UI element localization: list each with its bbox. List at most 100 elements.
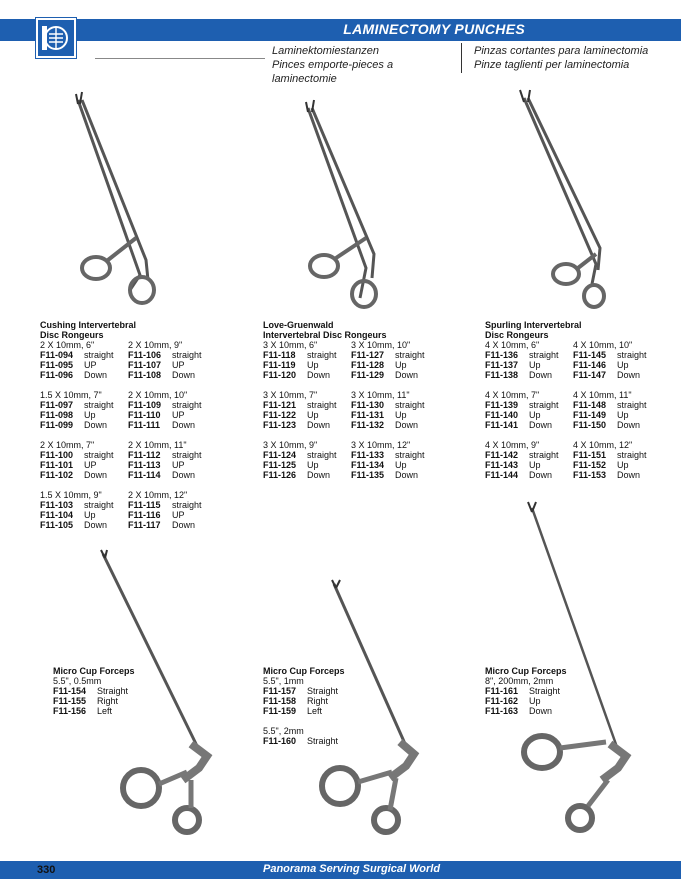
cushing-title: Cushing Intervertebral — [40, 320, 137, 330]
catalog-number: F11-139 — [485, 400, 519, 410]
variant: Down — [307, 370, 331, 380]
catalog-number: F11-151 — [573, 450, 607, 460]
catalog-number: F11-130 — [351, 400, 385, 410]
size-spec: 3 X 10mm, 6" — [263, 340, 318, 350]
variant: Up — [529, 460, 541, 470]
variant: Up — [395, 410, 407, 420]
page-number: 330 — [37, 864, 56, 876]
catalog-number: F11-159 — [263, 706, 297, 716]
variant: Down — [395, 420, 419, 430]
spurling-block: Spurling Intervertebral Disc Rongeurs 4 … — [485, 320, 661, 490]
variant: Straight — [529, 686, 561, 696]
size-spec: 2 X 10mm, 9" — [128, 340, 183, 350]
variant: straight — [529, 350, 559, 360]
catalog-number: F11-122 — [263, 410, 297, 420]
catalog-number: F11-145 — [573, 350, 607, 360]
catalog-number: F11-148 — [573, 400, 607, 410]
size-spec: 8", 200mm, 2mm — [485, 676, 554, 686]
catalog-number: F11-152 — [573, 460, 607, 470]
catalog-number: F11-133 — [351, 450, 385, 460]
variant: Up — [395, 360, 407, 370]
variant: Straight — [307, 736, 339, 746]
catalog-number: F11-126 — [263, 470, 297, 480]
catalog-number: F11-113 — [128, 460, 161, 470]
size-spec: 4 X 10mm, 12" — [573, 440, 633, 450]
variant: straight — [395, 450, 425, 460]
variant: Down — [617, 420, 641, 430]
page-title: LAMINECTOMY PUNCHES — [343, 21, 525, 37]
subtitle-french: Pinces emporte-pieces a laminectomie — [272, 59, 394, 85]
catalog-number: F11-112 — [128, 450, 161, 460]
catalog-number: F11-156 — [53, 706, 87, 716]
catalog-number: F11-158 — [263, 696, 297, 706]
catalog-number: F11-131 — [351, 410, 385, 420]
spurling-subtitle: Disc Rongeurs — [485, 330, 549, 340]
variant: straight — [84, 400, 114, 410]
catalog-number: F11-121 — [263, 400, 297, 410]
catalog-number: F11-153 — [573, 470, 607, 480]
catalog-number: F11-108 — [128, 370, 162, 380]
catalog-number: F11-162 — [485, 696, 519, 706]
cushing-rongeur-image — [75, 91, 156, 305]
catalog-number: F11-135 — [351, 470, 385, 480]
cushing-block: Cushing Intervertebral Disc Rongeurs 2 X… — [40, 320, 216, 540]
size-spec: 2 X 10mm, 11" — [128, 440, 187, 450]
header-rule-left — [95, 58, 265, 59]
catalog-number: F11-123 — [263, 420, 297, 430]
catalog-number: F11-163 — [485, 706, 519, 716]
variant: Down — [84, 370, 108, 380]
size-spec: 3 X 10mm, 7" — [263, 390, 318, 400]
variant: Up — [307, 460, 319, 470]
catalog-number: F11-137 — [485, 360, 519, 370]
catalog-row: F11-133 straight — [351, 450, 439, 460]
size-spec: 5.5", 0.5mm — [53, 676, 102, 686]
variant: Up — [307, 410, 319, 420]
variant: straight — [84, 450, 114, 460]
variant: Right — [307, 696, 329, 706]
variant: Up — [529, 410, 541, 420]
variant: Down — [395, 470, 419, 480]
variant: straight — [307, 350, 337, 360]
catalog-number: F11-115 — [128, 500, 161, 510]
size-spec: 3 X 10mm, 9" — [263, 440, 318, 450]
variant: Right — [97, 696, 119, 706]
size-spec: 5.5", 1mm — [263, 676, 304, 686]
panorama-logo-icon — [36, 18, 76, 58]
catalog-number: F11-142 — [485, 450, 519, 460]
variant: Down — [84, 470, 108, 480]
variant: Up — [529, 696, 541, 706]
size-spec: 3 X 10mm, 11" — [351, 390, 410, 400]
size-spec: 4 X 10mm, 6" — [485, 340, 540, 350]
